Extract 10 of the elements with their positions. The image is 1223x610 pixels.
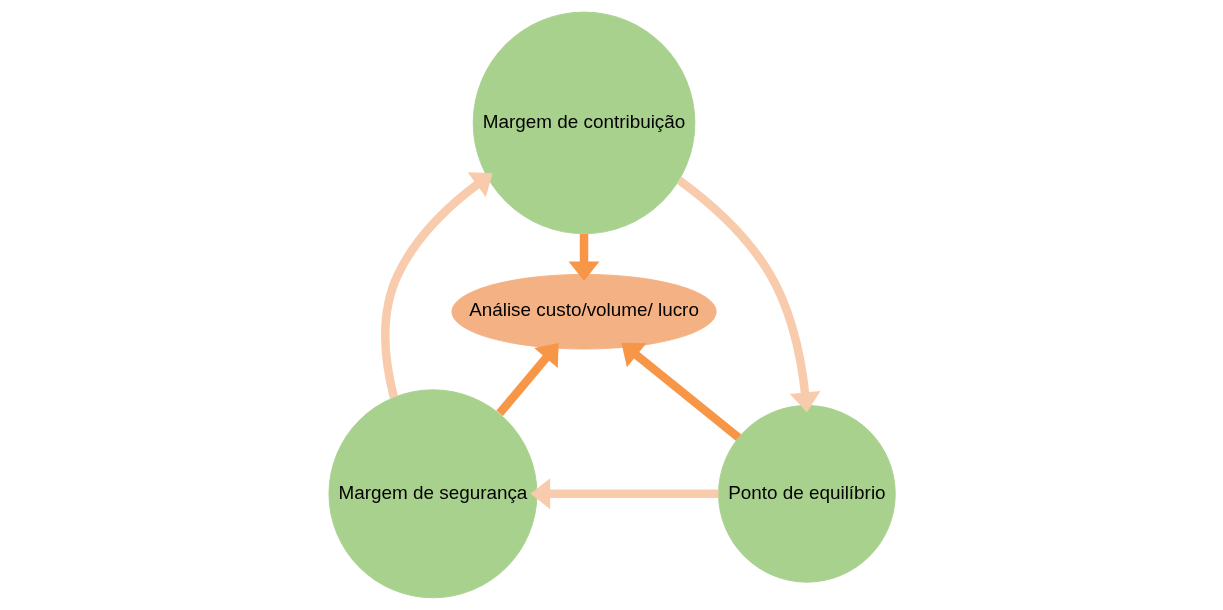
node-ellipse: Análise custo/volume/ lucro (450, 273, 717, 350)
node-circle: Ponto de equilíbrio (717, 404, 896, 583)
arrow (676, 176, 820, 413)
arrow (530, 478, 718, 510)
arrow (495, 343, 559, 417)
node-circle: Margem de contribuição (472, 11, 695, 235)
arrow (620, 342, 741, 441)
arrow (380, 172, 493, 399)
node-circle: Margem de segurança (328, 389, 537, 599)
arrow (568, 233, 599, 281)
